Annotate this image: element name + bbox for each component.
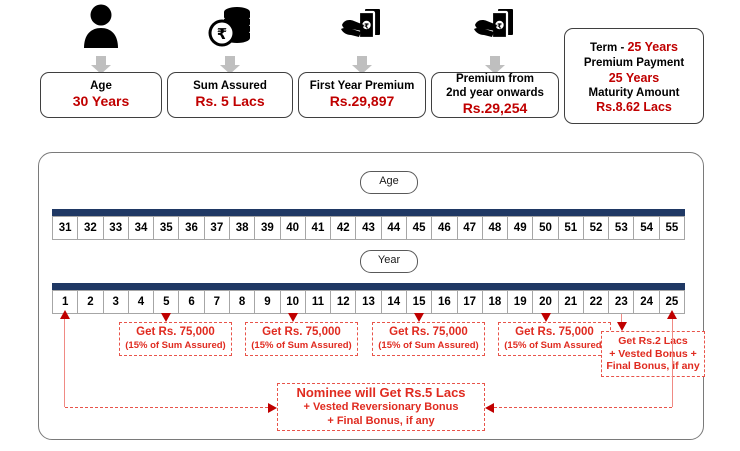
info-box-first-year-premium: First Year Premium Rs.29,897 [298,72,426,123]
year-cell-21: 21 [558,290,584,314]
person-icon [40,0,162,48]
info-box-premium-2nd-year: Premium from 2nd year onwards Rs.29,254 [431,72,559,123]
year-cell-23: 23 [609,290,635,314]
age-cell-40: 40 [280,216,306,240]
year-cell-20: 20 [533,290,559,314]
year-cell-10: 10 [280,290,306,314]
info-box-label-line2: 2nd year onwards [446,87,544,100]
premium-payment-label: Premium Payment [583,57,685,70]
premium-payment-value: 25 Years [608,70,660,85]
age-cell-47: 47 [457,216,483,240]
info-box-value: Rs. 5 Lacs [195,93,265,110]
age-cell-36: 36 [179,216,205,240]
term-value: 25 Years [627,39,679,54]
age-cell-31: 31 [52,216,79,240]
age-cell-32: 32 [78,216,104,240]
maturity-amount-value: Rs.8.62 Lacs [596,99,672,114]
age-cell-34: 34 [128,216,155,240]
year-pill-label: Year [360,250,418,273]
summary-item-first-year-premium: ₹ First Year Premium Rs.29,897 [298,0,426,123]
info-box-label: Age [90,80,112,93]
year-cell-1: 1 [52,290,79,314]
year-cell-24: 24 [634,290,660,314]
year-cell-5: 5 [154,290,180,314]
year-cell-2: 2 [78,290,104,314]
age-cell-48: 48 [482,216,509,240]
age-cell-52: 52 [583,216,610,240]
age-pill-label: Age [360,171,418,194]
term-line: Term - 25 Years [590,37,678,57]
year-cell-22: 22 [583,290,610,314]
age-cell-44: 44 [381,216,407,240]
info-box-label-line1: Premium from [456,73,534,86]
year-cell-12: 12 [331,290,357,314]
year-cell-25: 25 [659,290,686,314]
year-cell-4: 4 [128,290,155,314]
age-cell-35: 35 [154,216,180,240]
rupee-coins-icon: ₹ [167,0,293,48]
hand-cash-icon: ₹ [298,0,426,48]
maturity-amount-label: Maturity Amount [588,86,680,99]
year-cell-17: 17 [457,290,483,314]
age-track-bar [52,209,685,216]
arrow-down-icon [40,48,162,74]
year-cell-18: 18 [482,290,509,314]
year-cell-16: 16 [432,290,458,314]
summary-row: Age 30 Years ₹ Sum Assured Rs. 5 L [0,0,740,145]
year-cell-14: 14 [381,290,407,314]
info-box-value: Rs.29,254 [462,100,528,117]
age-cell-49: 49 [508,216,534,240]
age-cell-51: 51 [558,216,584,240]
age-cell-37: 37 [204,216,230,240]
arrow-down-icon [298,48,426,74]
age-cell-33: 33 [103,216,129,240]
year-cell-7: 7 [204,290,230,314]
age-cell-39: 39 [255,216,281,240]
info-box-sum-assured: Sum Assured Rs. 5 Lacs [167,72,293,123]
year-cell-11: 11 [305,290,332,314]
age-cell-45: 45 [406,216,433,240]
info-box-value: Rs.29,897 [329,93,395,110]
age-cell-41: 41 [305,216,332,240]
term-label: Term - [589,41,628,54]
year-cell-6: 6 [179,290,205,314]
svg-text:₹: ₹ [364,23,369,31]
year-cell-13: 13 [356,290,382,314]
arrow-down-icon [431,48,559,74]
year-cell-8: 8 [229,290,256,314]
hand-cash-icon: ₹ [431,0,559,48]
year-cell-9: 9 [255,290,281,314]
svg-text:₹: ₹ [217,25,227,43]
age-cell-54: 54 [634,216,660,240]
summary-item-age: Age 30 Years [40,0,162,123]
info-box-age: Age 30 Years [40,72,162,123]
age-cell-38: 38 [229,216,256,240]
age-cell-46: 46 [432,216,458,240]
svg-text:₹: ₹ [497,23,502,31]
info-box-label: Sum Assured [193,80,267,93]
age-cell-43: 43 [356,216,382,240]
arrow-down-icon [167,48,293,74]
summary-item-sum-assured: ₹ Sum Assured Rs. 5 Lacs [167,0,293,123]
age-cell-50: 50 [533,216,559,240]
age-cell-55: 55 [659,216,686,240]
age-cell-53: 53 [609,216,635,240]
summary-item-premium-2nd-year: ₹ Premium from 2nd year onwards Rs.29,25… [431,0,559,123]
year-cell-19: 19 [508,290,534,314]
info-box-label: First Year Premium [309,80,415,93]
year-track-bar [52,283,685,290]
age-cell-42: 42 [331,216,357,240]
year-cell-15: 15 [406,290,433,314]
year-cell-3: 3 [103,290,129,314]
info-box-term-maturity: Term - 25 Years Premium Payment 25 Years… [564,28,704,129]
info-box-value: 30 Years [72,93,130,110]
